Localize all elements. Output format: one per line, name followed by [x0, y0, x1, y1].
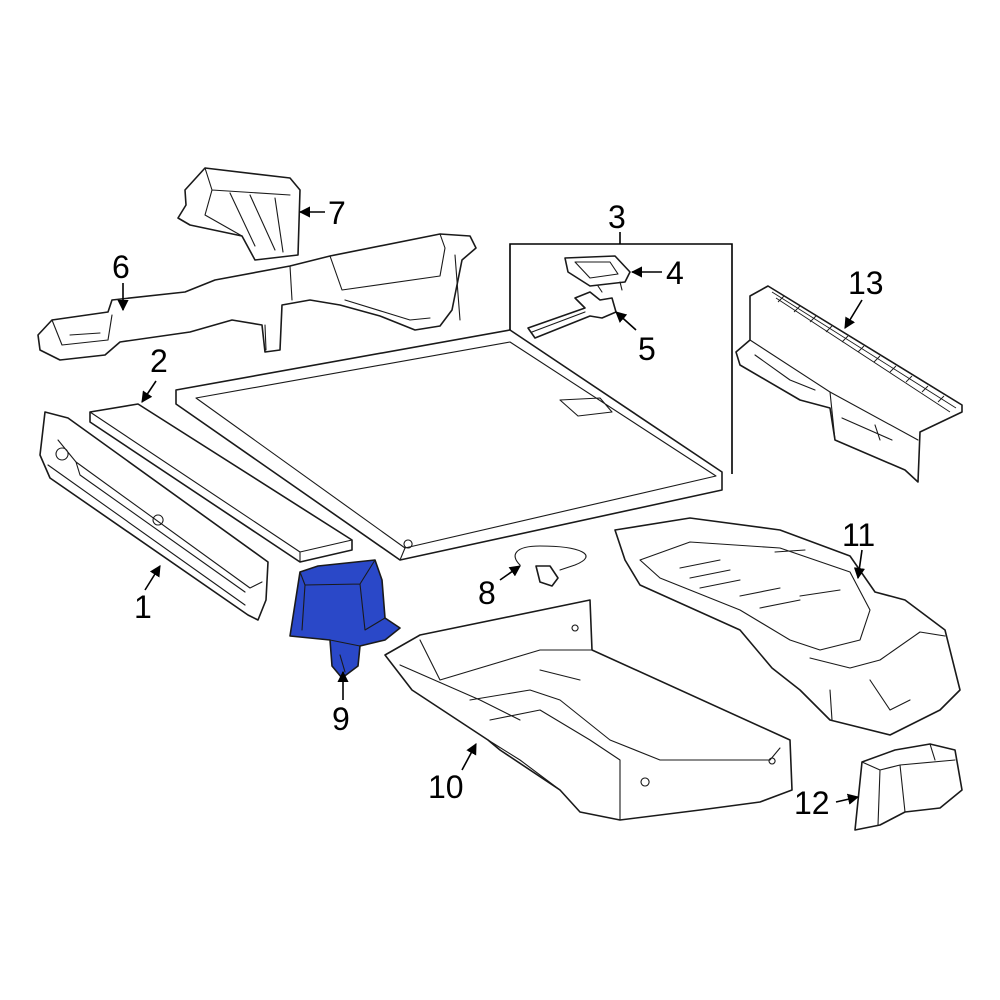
callout-13: 13 — [848, 265, 884, 301]
callout-8: 8 — [478, 575, 496, 611]
callout-11: 11 — [842, 517, 875, 553]
part-4-handle[interactable] — [564, 255, 631, 293]
callout-12: 12 — [794, 785, 830, 821]
leader-arrows — [117, 206, 865, 805]
callout-6: 6 — [112, 249, 130, 285]
callout-3: 3 — [608, 199, 626, 235]
callout-4: 4 — [666, 255, 684, 291]
part-13-rear-sill[interactable] — [735, 285, 963, 483]
part-12-small-bracket[interactable] — [854, 743, 963, 831]
callout-2: 2 — [150, 343, 168, 379]
part-7-duct[interactable] — [177, 167, 301, 261]
part-11-floor-tray[interactable] — [614, 517, 961, 736]
part-9-bracket-highlighted[interactable] — [289, 559, 401, 679]
callout-5: 5 — [638, 331, 656, 367]
part-6-rail[interactable] — [37, 233, 477, 361]
part-2-floor-panel[interactable] — [89, 403, 353, 563]
callout-1: 1 — [134, 589, 152, 625]
group-3-bracket — [509, 243, 733, 474]
part-1-side-trim[interactable] — [39, 411, 269, 621]
part-8-cable[interactable] — [514, 545, 587, 587]
part-5-strap[interactable] — [527, 291, 617, 339]
callout-7: 7 — [328, 195, 346, 231]
callout-10: 10 — [428, 769, 464, 805]
callout-labels: 1 2 3 4 5 6 7 8 9 10 11 12 13 — [112, 195, 884, 821]
part-10-floor-tub[interactable] — [384, 599, 793, 821]
callout-9: 9 — [332, 701, 350, 737]
